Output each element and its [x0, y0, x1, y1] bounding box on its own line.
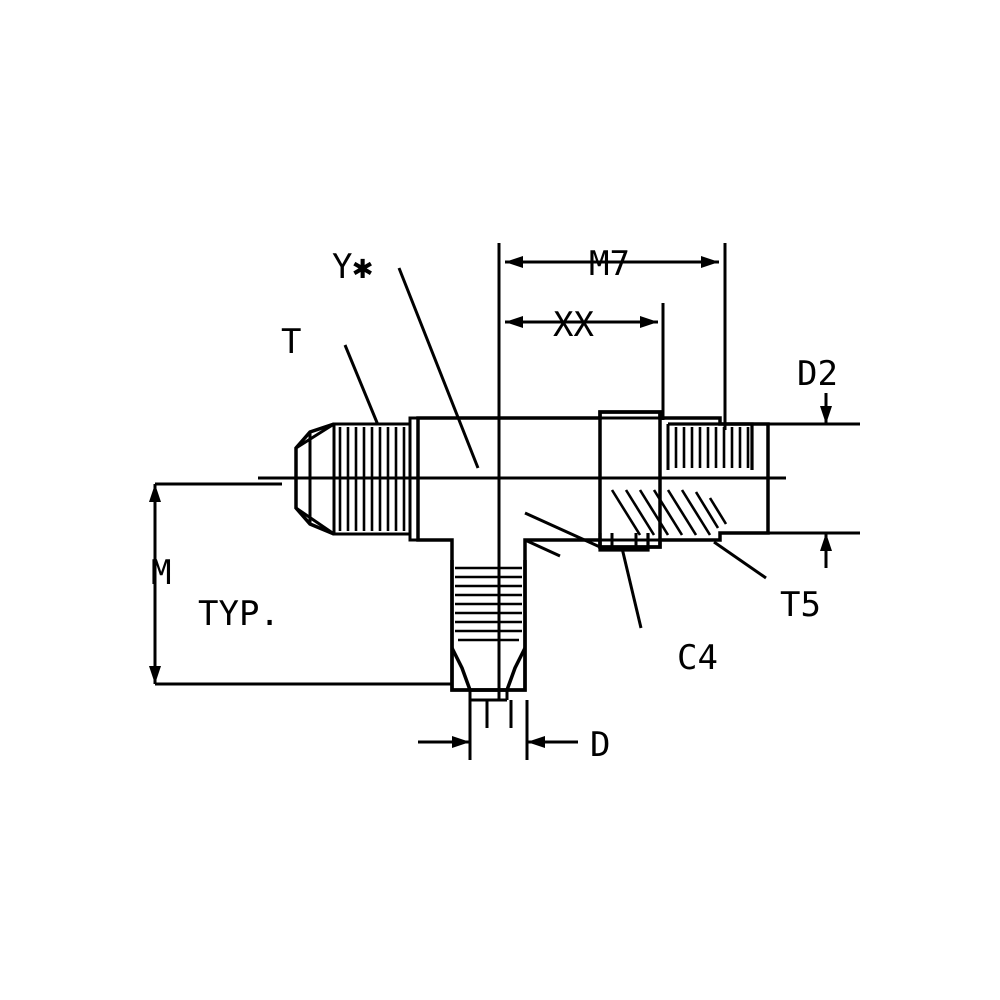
lower-flare-cone [450, 647, 527, 692]
right-hex-boss [598, 410, 662, 549]
label-m: M [151, 553, 172, 593]
y-leader-line [397, 267, 480, 469]
label-t5: T5 [780, 585, 821, 625]
right-collar-step [598, 533, 650, 552]
left-thread-hatching [338, 427, 406, 531]
right-thread-hatching [674, 427, 750, 468]
m-arrow-top [149, 484, 161, 502]
right-section-hatching [610, 489, 728, 536]
d2-arrow-upper [820, 406, 832, 424]
label-d2: D2 [797, 354, 838, 394]
label-y-star: Y✱ [332, 247, 373, 287]
c4-leader-line [620, 547, 643, 629]
t-leader-line [343, 344, 380, 426]
m7-arrow-left [505, 256, 523, 268]
lower-thread-hatching [455, 566, 522, 642]
left-flare-taper-top [295, 422, 335, 450]
xx-arrow-right [640, 316, 658, 328]
label-t: T [281, 322, 302, 362]
left-thread-body [332, 422, 410, 536]
d-arrow-right [527, 736, 545, 748]
label-c4: C4 [677, 638, 718, 678]
xx-arrow-left [505, 316, 523, 328]
body-taper-line [524, 511, 601, 549]
right-thread-outline [668, 422, 754, 470]
label-m7: M7 [589, 244, 630, 284]
t5-leader-line [713, 540, 767, 580]
left-thread-shoulder [408, 416, 420, 542]
label-d: D [590, 725, 611, 765]
d-arrow-left [452, 736, 470, 748]
label-xx: XX [553, 305, 594, 345]
label-typ: TYP. [198, 594, 280, 634]
d2-arrow-lower [820, 533, 832, 551]
left-flare-taper-bottom [295, 506, 335, 536]
body-taper-line-2 [524, 538, 561, 558]
m7-arrow-right [701, 256, 719, 268]
m-arrow-bottom [149, 666, 161, 684]
